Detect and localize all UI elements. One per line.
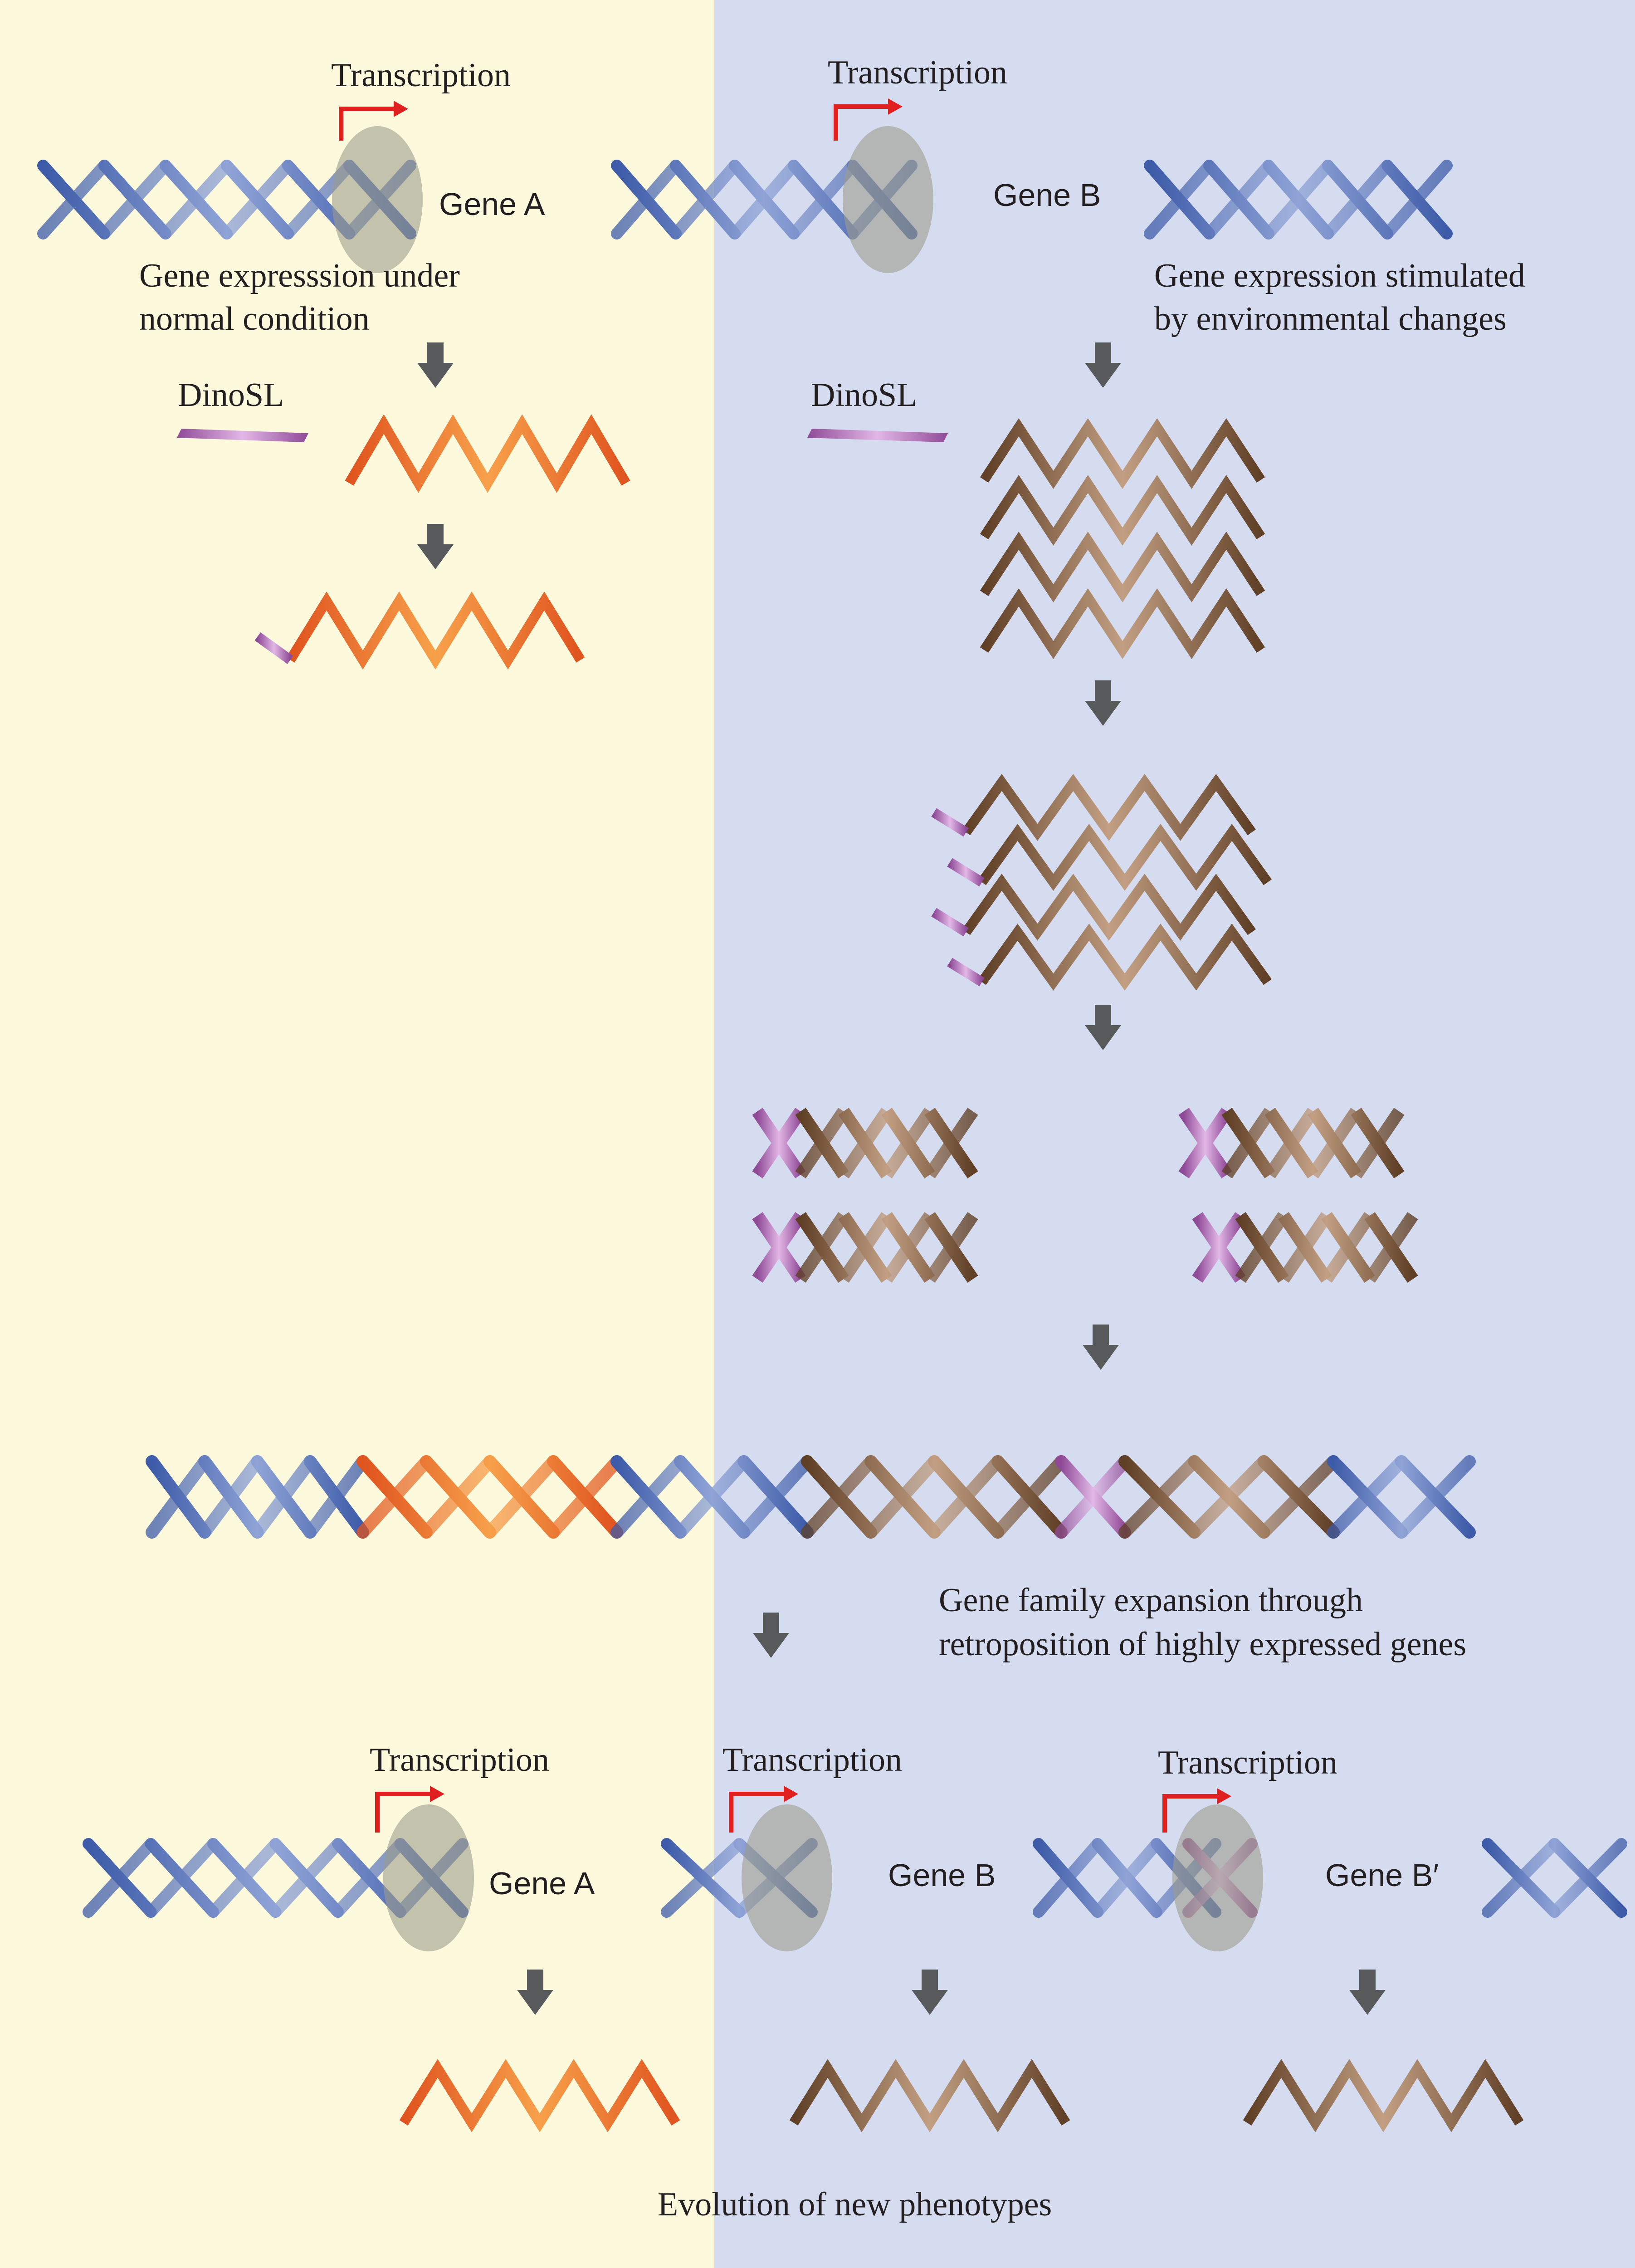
- retrocopy-cdna: [752, 1108, 978, 1178]
- expansion-caption-line2: retroposition of highly expressed genes: [939, 1626, 1467, 1663]
- retrocopy-cdna: [1178, 1108, 1405, 1178]
- integrated-genome-dna: [610, 1455, 814, 1539]
- arrow-down-icon: [517, 1970, 553, 2015]
- transcription-start-arrows: [339, 98, 1231, 1833]
- genomic-dna-middle: [611, 160, 918, 240]
- dinosl-label-left: DinoSL: [178, 376, 284, 414]
- arrow-down-icon: [1083, 1325, 1119, 1370]
- transcription-arrow-icon: [339, 101, 408, 141]
- gene-b-label: Gene B: [993, 177, 1101, 213]
- rna-polymerases: [332, 126, 1263, 1951]
- integrated-gene-b-copy: [1118, 1455, 1340, 1539]
- dna-helices: [37, 160, 1627, 2132]
- integrated-genome-dna: [146, 1455, 369, 1539]
- normal-condition-caption-line2: normal condition: [139, 300, 370, 337]
- spliced-gene-b-transcript: [947, 924, 1272, 991]
- arrow-down-icon: [1085, 342, 1121, 388]
- dinosl-fragment-right: [807, 429, 948, 442]
- polymerase-gene-b-bottom: [742, 1804, 832, 1951]
- transcription-arrow-icon: [834, 98, 903, 141]
- process-arrows: [417, 342, 1386, 2015]
- integrated-gene-a-copy: [356, 1455, 623, 1539]
- normal-condition-caption-line1: Gene expresssion under: [139, 257, 460, 294]
- gene-b-transcript: [980, 474, 1265, 546]
- genomic-dna-right: [1144, 160, 1453, 240]
- stimulated-caption-line1: Gene expression stimulated: [1154, 257, 1525, 294]
- spliced-gene-b-transcript: [947, 824, 1272, 891]
- transcription-label-gene-b-bottom: Transcription: [722, 1741, 903, 1779]
- dinosl-fragment-left: [177, 429, 308, 442]
- arrow-down-icon: [912, 1970, 948, 2015]
- transcription-arrow-icon: [375, 1786, 444, 1833]
- transcription-label-gene-a-bottom: Transcription: [370, 1741, 550, 1779]
- gene-a-label: Gene A: [439, 186, 545, 222]
- retrocopy-cdna: [752, 1212, 978, 1283]
- transcription-label-gene-b-prime: Transcription: [1158, 1744, 1338, 1781]
- transcription-arrow-icon: [1162, 1788, 1231, 1833]
- integrated-genome-dna: [1327, 1455, 1476, 1539]
- gene-a-region: [410, 161, 637, 238]
- gene-a-label-bottom: Gene A: [489, 1866, 595, 1901]
- arrow-down-icon: [417, 342, 454, 388]
- arrow-down-icon: [753, 1613, 789, 1658]
- gene-a-transcript: [345, 414, 630, 493]
- genomic-dna-right-bottom: [1482, 1838, 1627, 1918]
- gene-b-label-bottom: Gene B: [888, 1857, 996, 1893]
- gene-b-transcript: [980, 588, 1265, 660]
- genomic-dna-left: [37, 160, 416, 240]
- polymerase-gene-a-bottom: [383, 1804, 474, 1951]
- gene-b-region: [912, 161, 1152, 238]
- gene-b-transcript: [980, 418, 1265, 489]
- gene-a-final-transcript: [399, 2059, 680, 2132]
- arrow-down-icon: [1085, 680, 1121, 726]
- gene-a-region-bottom: [463, 1840, 676, 1916]
- polymerase-gene-b-prime: [1172, 1804, 1263, 1951]
- expansion-caption-line1: Gene family expansion through: [939, 1582, 1363, 1619]
- retrocopy-cdna: [1192, 1212, 1418, 1283]
- integrated-dinosl-copy: [1055, 1455, 1131, 1539]
- gene-b-prime-final-transcript: [1243, 2059, 1524, 2132]
- gene-b-prime-region: [1252, 1840, 1492, 1916]
- spliced-gene-b-transcript: [931, 874, 1256, 941]
- transcription-label-gene-a: Transcription: [331, 57, 511, 94]
- polymerase-gene-b: [843, 126, 933, 273]
- gene-b-region-bottom: [812, 1840, 1043, 1916]
- gene-b-final-transcript: [789, 2059, 1070, 2132]
- arrow-down-icon: [1085, 1005, 1121, 1050]
- gene-boxes: [410, 161, 1492, 1916]
- gene-b-transcript: [980, 531, 1265, 603]
- dinosl-label-right: DinoSL: [811, 376, 918, 414]
- spliced-gene-a-transcript: [254, 591, 585, 670]
- transcription-label-gene-b: Transcription: [828, 54, 1008, 91]
- genomic-dna-left-bottom: [83, 1838, 469, 1918]
- arrow-down-icon: [1349, 1970, 1386, 2015]
- gene-b-prime-label: Gene B′: [1325, 1857, 1439, 1893]
- spliced-gene-b-transcript: [931, 774, 1256, 841]
- transcription-arrow-icon: [729, 1786, 798, 1833]
- integrated-gene-b-copy: [801, 1455, 1068, 1539]
- arrow-down-icon: [417, 524, 454, 569]
- stimulated-caption-line2: by environmental changes: [1154, 300, 1507, 337]
- evolution-caption: Evolution of new phenotypes: [658, 2186, 1052, 2223]
- polymerase-gene-a: [332, 126, 423, 273]
